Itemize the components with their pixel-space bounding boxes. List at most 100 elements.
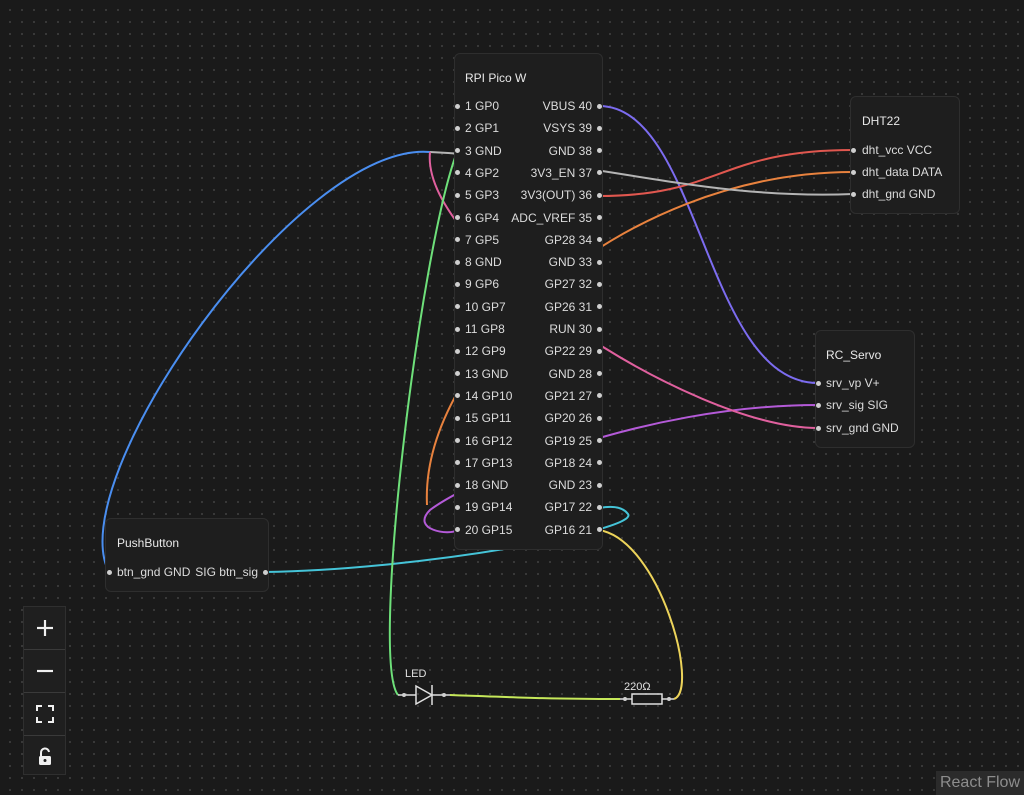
- pico-pin-handle[interactable]: [454, 259, 460, 265]
- pico-pin-handle[interactable]: [454, 237, 460, 243]
- resistor-icon[interactable]: [620, 690, 674, 708]
- pushbutton-pin-label: btn_gnd GND: [117, 565, 191, 579]
- pico-pin-handle[interactable]: [454, 281, 460, 287]
- dht22-pin-handle[interactable]: [850, 191, 856, 197]
- pico-pin-handle[interactable]: [596, 348, 602, 354]
- node-title-pico: RPI Pico W: [465, 71, 527, 85]
- pico-pin-label: 18 GND: [465, 478, 509, 493]
- pico-pin-handle[interactable]: [596, 415, 602, 421]
- pico-pin-label: 4 GP2: [465, 165, 500, 180]
- pico-pin-handle[interactable]: [454, 304, 460, 310]
- zoom-out-button[interactable]: [24, 650, 65, 693]
- wire-vbus-servo[interactable]: [598, 105, 819, 384]
- pico-pin-label: GND 33: [548, 255, 592, 270]
- pico-pin-handle[interactable]: [454, 148, 460, 154]
- pico-pin-handle[interactable]: [454, 371, 460, 377]
- pico-pin-handle[interactable]: [596, 371, 602, 377]
- pico-pin-handle[interactable]: [454, 482, 460, 488]
- pico-pin-label: 15 GP11: [465, 411, 512, 426]
- fit-view-button[interactable]: [24, 693, 65, 736]
- dht22-pin-handle[interactable]: [850, 147, 856, 153]
- pico-pin-handle[interactable]: [454, 527, 460, 533]
- servo-pin-handle[interactable]: [815, 425, 821, 431]
- pico-pin-label: VSYS 39: [543, 121, 592, 136]
- pico-pin-handle[interactable]: [596, 393, 602, 399]
- pico-pin-handle[interactable]: [596, 103, 602, 109]
- pico-pin-handle[interactable]: [596, 504, 602, 510]
- pico-pin-handle[interactable]: [596, 148, 602, 154]
- node-title-servo: RC_Servo: [826, 348, 882, 362]
- servo-pin-label: srv_sig SIG: [826, 398, 889, 412]
- pico-pin-handle[interactable]: [596, 460, 602, 466]
- pico-pin-handle[interactable]: [454, 125, 460, 131]
- pico-pin-handle[interactable]: [454, 393, 460, 399]
- pico-pin-handle[interactable]: [596, 125, 602, 131]
- led-diode-icon[interactable]: [398, 682, 450, 708]
- pico-pin-label: GP22 29: [544, 344, 592, 359]
- dht22-pin-label: dht_data DATA: [862, 165, 943, 179]
- dht22-pin-handle[interactable]: [850, 169, 856, 175]
- pico-pin-handle[interactable]: [454, 103, 460, 109]
- pico-pin-label: GP17 22: [544, 500, 592, 515]
- pico-pin-label: 16 GP12: [465, 433, 513, 448]
- pico-pin-label: GND 23: [548, 478, 592, 493]
- pico-pin-label: 13 GND: [465, 366, 509, 381]
- pico-pin-label: 12 GP9: [465, 344, 506, 359]
- node-dht22[interactable]: DHT22: [850, 96, 960, 214]
- pushbutton-pin-label: SIG btn_sig: [195, 565, 258, 579]
- pico-pin-label: 20 GP15: [465, 522, 513, 537]
- wire-res-gp16[interactable]: [598, 529, 683, 700]
- pico-pin-handle[interactable]: [454, 215, 460, 220]
- pico-pin-handle[interactable]: [596, 304, 602, 310]
- pico-pin-handle[interactable]: [596, 192, 602, 198]
- node-title-pushbutton: PushButton: [117, 536, 180, 550]
- pico-pin-handle[interactable]: [454, 415, 460, 421]
- servo-pin-handle[interactable]: [815, 380, 821, 386]
- servo-pin-handle[interactable]: [815, 402, 821, 408]
- zoom-in-button[interactable]: [24, 607, 65, 650]
- pico-pin-handle[interactable]: [596, 259, 602, 265]
- wire-led-gnd[interactable]: [388, 151, 458, 696]
- lock-button[interactable]: [24, 736, 65, 778]
- servo-pin-label: srv_gnd GND: [826, 421, 899, 435]
- pico-pin-handle[interactable]: [454, 438, 460, 443]
- pico-pin-label: 1 GP0: [465, 99, 500, 113]
- unlock-icon: [38, 747, 51, 765]
- pico-pin-label: GND 38: [548, 143, 592, 158]
- pico-pin-handle[interactable]: [596, 281, 602, 287]
- wire-vcc-dht[interactable]: [598, 149, 854, 197]
- pico-pin-label: 3 GND: [465, 143, 502, 158]
- pico-pin-handle[interactable]: [596, 326, 602, 332]
- pico-pin-label: GP18 24: [544, 455, 592, 470]
- pico-pin-handle[interactable]: [596, 438, 602, 443]
- pico-pin-label: 17 GP13: [465, 455, 513, 470]
- pico-pin-handle[interactable]: [596, 527, 602, 533]
- pico-pin-handle[interactable]: [454, 192, 460, 198]
- pico-pin-handle[interactable]: [596, 237, 602, 243]
- pico-pin-handle[interactable]: [454, 348, 460, 354]
- react-flow-attribution[interactable]: React Flow: [935, 771, 1024, 795]
- pico-pin-label: GP20 26: [544, 411, 592, 426]
- dht22-pin-label: dht_gnd GND: [862, 187, 936, 201]
- node-rc-servo[interactable]: RC_Servo: [815, 330, 915, 448]
- pico-pin-handle[interactable]: [454, 326, 460, 332]
- pico-pin-handle[interactable]: [596, 170, 602, 176]
- node-pushbutton[interactable]: PushButton: [105, 518, 269, 592]
- node-rpi-pico-w[interactable]: RPI Pico W: [454, 53, 603, 550]
- wire-btn-gnd[interactable]: [101, 150, 431, 573]
- pushbutton-pin-handle[interactable]: [262, 569, 268, 575]
- pushbutton-pin-handle[interactable]: [106, 569, 112, 575]
- pico-pin-handle[interactable]: [596, 215, 602, 220]
- pico-pin-label: GND 28: [548, 366, 592, 381]
- pico-pin-label: GP26 31: [544, 299, 592, 314]
- servo-pin-label: srv_vp V+: [826, 376, 880, 390]
- pico-pin-handle[interactable]: [454, 170, 460, 176]
- pico-pin-handle[interactable]: [596, 482, 602, 488]
- wire-led-res[interactable]: [449, 694, 621, 700]
- pico-pin-label: 2 GP1: [465, 121, 500, 136]
- pico-pin-handle[interactable]: [454, 504, 460, 510]
- flow-controls: [23, 606, 66, 775]
- pico-pin-handle[interactable]: [454, 460, 460, 466]
- pico-pin-label: GP27 32: [544, 277, 592, 292]
- pico-pin-label: GP19 25: [544, 433, 592, 448]
